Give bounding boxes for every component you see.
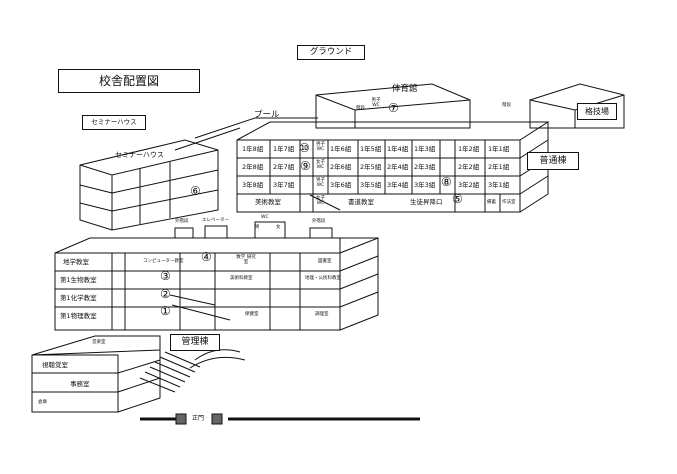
elevator-label: エレベーター xyxy=(202,218,229,223)
marker-10: ⑩ xyxy=(299,141,310,155)
computer-room: コンピューター教室 xyxy=(143,259,184,264)
class-2-3: 2年3組 xyxy=(414,163,436,171)
class-3-3: 3年3組 xyxy=(414,181,436,189)
class-3-7: 3年7組 xyxy=(273,181,295,189)
geography-civics-room: 地理・公民科教室 xyxy=(305,276,341,281)
marker-8: ⑧ xyxy=(441,175,452,189)
office-room: 事務室 xyxy=(70,380,90,388)
library: 図書室 xyxy=(318,259,332,264)
class-2-6: 2年6組 xyxy=(330,163,352,171)
art-room: 美術教室 xyxy=(255,198,281,206)
class-3-5: 3年5組 xyxy=(360,181,382,189)
wc-male-1: 男子 WC xyxy=(316,142,325,152)
roof-wc-male: 男 xyxy=(255,225,260,230)
music-room: 音楽室 xyxy=(92,340,106,345)
biology-room-1: 第1生物教室 xyxy=(60,276,97,284)
marker-9: ⑨ xyxy=(300,159,311,173)
class-1-6: 1年6組 xyxy=(330,145,352,153)
marker-5: ⑤ xyxy=(452,192,463,206)
marker-3: ③ xyxy=(160,269,171,283)
marker-7: ⑦ xyxy=(388,101,399,115)
shodo-room: 書道教室 xyxy=(348,198,374,206)
gym-wc-label: 男子 WC xyxy=(371,98,381,108)
chemistry-room-1: 第1化学教室 xyxy=(60,294,97,302)
class-2-5: 2年5組 xyxy=(360,163,382,171)
class-1-1: 1年1組 xyxy=(488,145,510,153)
futsu-building-sign: 普通棟 xyxy=(527,152,579,170)
class-3-4: 3年4組 xyxy=(387,181,409,189)
work-room: 作法室 xyxy=(502,200,516,205)
wc-male-3: 男子 WC xyxy=(316,178,325,188)
page-title: 校舎配置図 xyxy=(58,69,200,93)
cooking-room: 調理室 xyxy=(315,312,329,317)
budo-hall-sign: 格技場 xyxy=(577,103,617,120)
class-3-1: 3年1組 xyxy=(488,181,510,189)
class-2-8: 2年8組 xyxy=(242,163,264,171)
storehouse: 倉庫 xyxy=(38,400,47,405)
class-2-7: 2年7組 xyxy=(273,163,295,171)
kanri-building-sign: 管理棟 xyxy=(170,334,220,351)
storage-room: 備蓄 xyxy=(487,200,496,205)
roof-wc-label: WC xyxy=(261,215,269,220)
marker-4: ④ xyxy=(201,250,212,264)
health-room: 保健室 xyxy=(245,312,259,317)
roof-wc-female: 女 xyxy=(276,225,281,230)
physics-room-1: 第1物理教室 xyxy=(60,312,97,320)
class-1-3: 1年3組 xyxy=(414,145,436,153)
class-1-7: 1年7組 xyxy=(273,145,295,153)
class-1-8: 1年8組 xyxy=(242,145,264,153)
seminar-house-body-label: セミナーハウス xyxy=(115,151,164,159)
gym-label: 体育館 xyxy=(392,84,418,94)
main-gate-label: 正門 xyxy=(192,415,205,422)
student-entrance: 生徒昇降口 xyxy=(410,198,443,206)
pool-label: プール xyxy=(254,110,280,120)
seminar-house-sign: セミナーハウス xyxy=(82,115,146,130)
earth-science-room: 地学教室 xyxy=(63,258,89,266)
outside-stairs-left: 外階段 xyxy=(175,219,189,224)
class-1-4: 1年4組 xyxy=(387,145,409,153)
art-subject-room: 美術科教室 xyxy=(230,276,253,281)
av-room: 視聴覚室 xyxy=(42,361,68,369)
class-2-2: 2年2組 xyxy=(458,163,480,171)
class-3-8: 3年8組 xyxy=(242,181,264,189)
math-research-room: 数学 研究室 xyxy=(236,255,256,265)
wc-female-2: 女子 WC xyxy=(316,160,325,170)
wc-female-4: 女子 WC xyxy=(316,196,325,206)
gym-stairs-right: 階段 xyxy=(502,103,511,108)
class-2-1: 2年1組 xyxy=(488,163,510,171)
marker-1: ① xyxy=(160,304,171,318)
class-2-4: 2年4組 xyxy=(387,163,409,171)
class-1-2: 1年2組 xyxy=(458,145,480,153)
outside-stairs-right: 外階段 xyxy=(312,219,326,224)
class-3-6: 3年6組 xyxy=(330,181,352,189)
class-3-2: 3年2組 xyxy=(458,181,480,189)
gym-stairs-left: 階段 xyxy=(356,106,365,111)
class-1-5: 1年5組 xyxy=(360,145,382,153)
marker-6: ⑥ xyxy=(190,184,201,198)
ground-label: グラウンド xyxy=(297,45,365,60)
marker-2: ② xyxy=(160,287,171,301)
